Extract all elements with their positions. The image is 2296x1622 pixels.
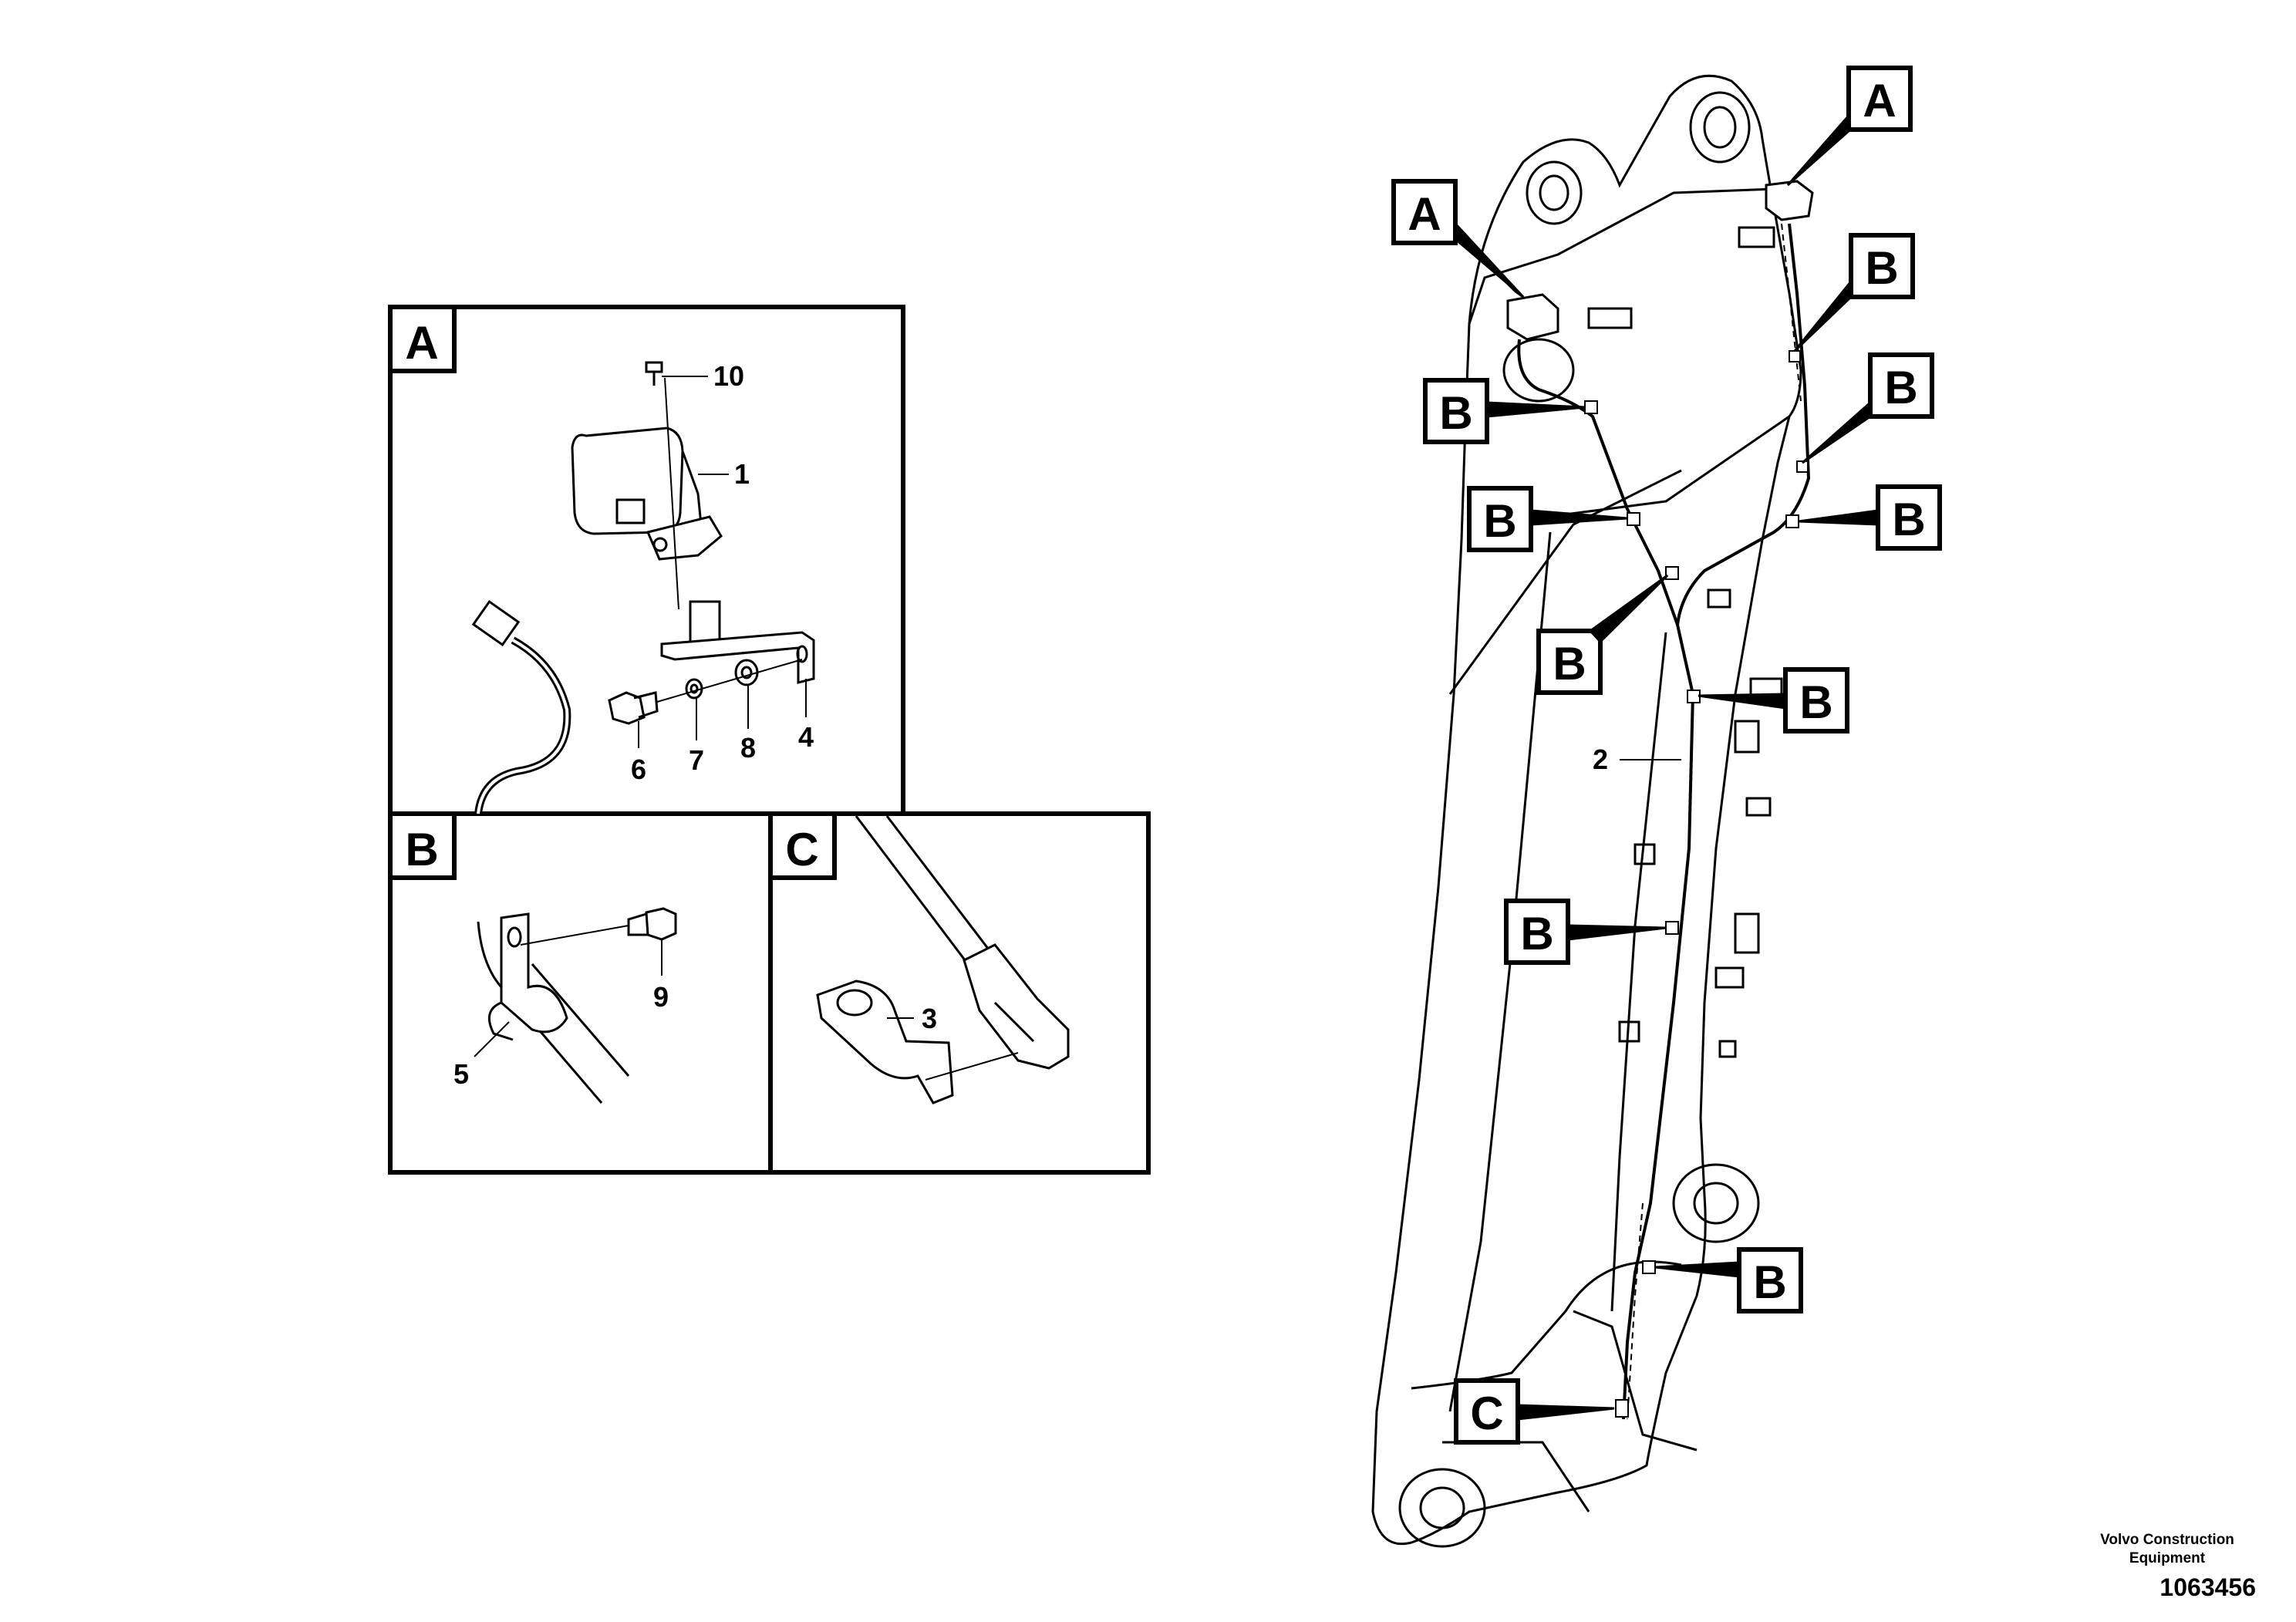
callout-7: 7 [689,744,704,776]
callout-3: 3 [922,1003,937,1034]
panel-b-drawing [474,907,677,1104]
callout-5: 5 [453,1058,469,1090]
boom-lamp-right-icon [1765,180,1814,221]
footer-company: Volvo Construction Equipment [2100,1532,2234,1566]
panel-b-letter: B [405,824,438,875]
callout-2: 2 [1593,744,1608,775]
boom-tag-b-1: B [1439,387,1472,439]
boom-tag-b-2: B [1865,242,1898,294]
ring-terminal-icon [816,980,954,1104]
boom-tag-b-6: B [1553,638,1586,690]
panel-c-letter: C [785,824,818,875]
panel-callouts: A B C 10 1 6 7 8 4 9 5 3 [405,317,937,1090]
callout-10: 10 [713,360,744,392]
panel-a-frame [388,305,905,816]
boom-tag-b-7: B [1799,676,1832,728]
boom-tag-b-3: B [1884,362,1917,413]
panel-a-drawing [471,361,815,814]
footer-drawing-number: 1063456 [2159,1573,2256,1601]
boom-tag-b-5: B [1892,494,1925,545]
boom-lamp-left-icon [1506,293,1559,341]
callout-6: 6 [631,754,646,785]
boom-tag-c: C [1470,1388,1503,1439]
panel-a-letter: A [405,317,438,369]
panel-b-frame [388,811,773,1175]
boom-tag-b-4: B [1483,495,1516,547]
boom-outline [1371,74,1802,1546]
boom-tag-a-right: A [1863,75,1896,126]
cable-clamp-icon [500,912,568,1034]
boom-callouts [1391,66,1942,1445]
panel-c-drawing [816,815,1070,1104]
boom-tag-b-9: B [1753,1256,1786,1308]
connector-icon [963,943,1070,1070]
boom-tag-a-left: A [1408,188,1441,240]
boom-tag-letters: A A B B B B B B B B B C 2 [1408,75,1925,1439]
boom-drawing [1371,74,1802,1548]
wiring-harness [1506,180,1814,1420]
callout-1: 1 [734,458,750,490]
detail-panels [388,305,1151,1175]
callout-9: 9 [653,981,669,1013]
callout-8: 8 [740,732,756,764]
panel-c-frame [768,811,1151,1175]
callout-4: 4 [798,721,814,753]
boom-tag-b-8: B [1520,908,1553,959]
boom-leaders [1454,113,1880,1421]
